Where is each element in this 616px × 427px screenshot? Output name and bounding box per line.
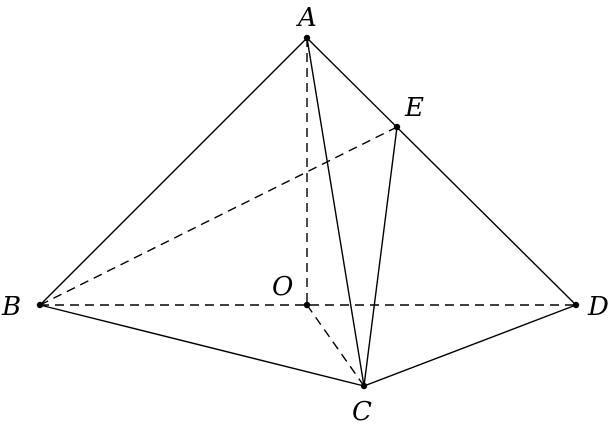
edges-layer <box>39 37 577 387</box>
label-o: O <box>272 272 293 302</box>
label-d: D <box>587 292 609 322</box>
label-c: C <box>352 397 372 427</box>
label-a: A <box>296 3 317 33</box>
point-b <box>36 301 44 309</box>
label-e: E <box>404 93 424 123</box>
label-b: B <box>1 292 21 322</box>
edge-cd <box>363 304 577 387</box>
edge-be <box>39 126 398 306</box>
labels-layer: A E B O D C <box>1 3 609 427</box>
edge-ab <box>39 37 308 306</box>
point-d <box>572 301 580 309</box>
point-c <box>360 382 368 390</box>
edge-ad <box>306 37 577 306</box>
point-a <box>303 34 311 42</box>
edge-ec <box>363 126 398 387</box>
point-o <box>303 301 311 309</box>
edge-oc <box>306 304 365 387</box>
edge-bc <box>39 304 365 387</box>
points-layer <box>36 34 580 390</box>
edge-ac <box>306 37 365 387</box>
point-e <box>393 123 401 131</box>
